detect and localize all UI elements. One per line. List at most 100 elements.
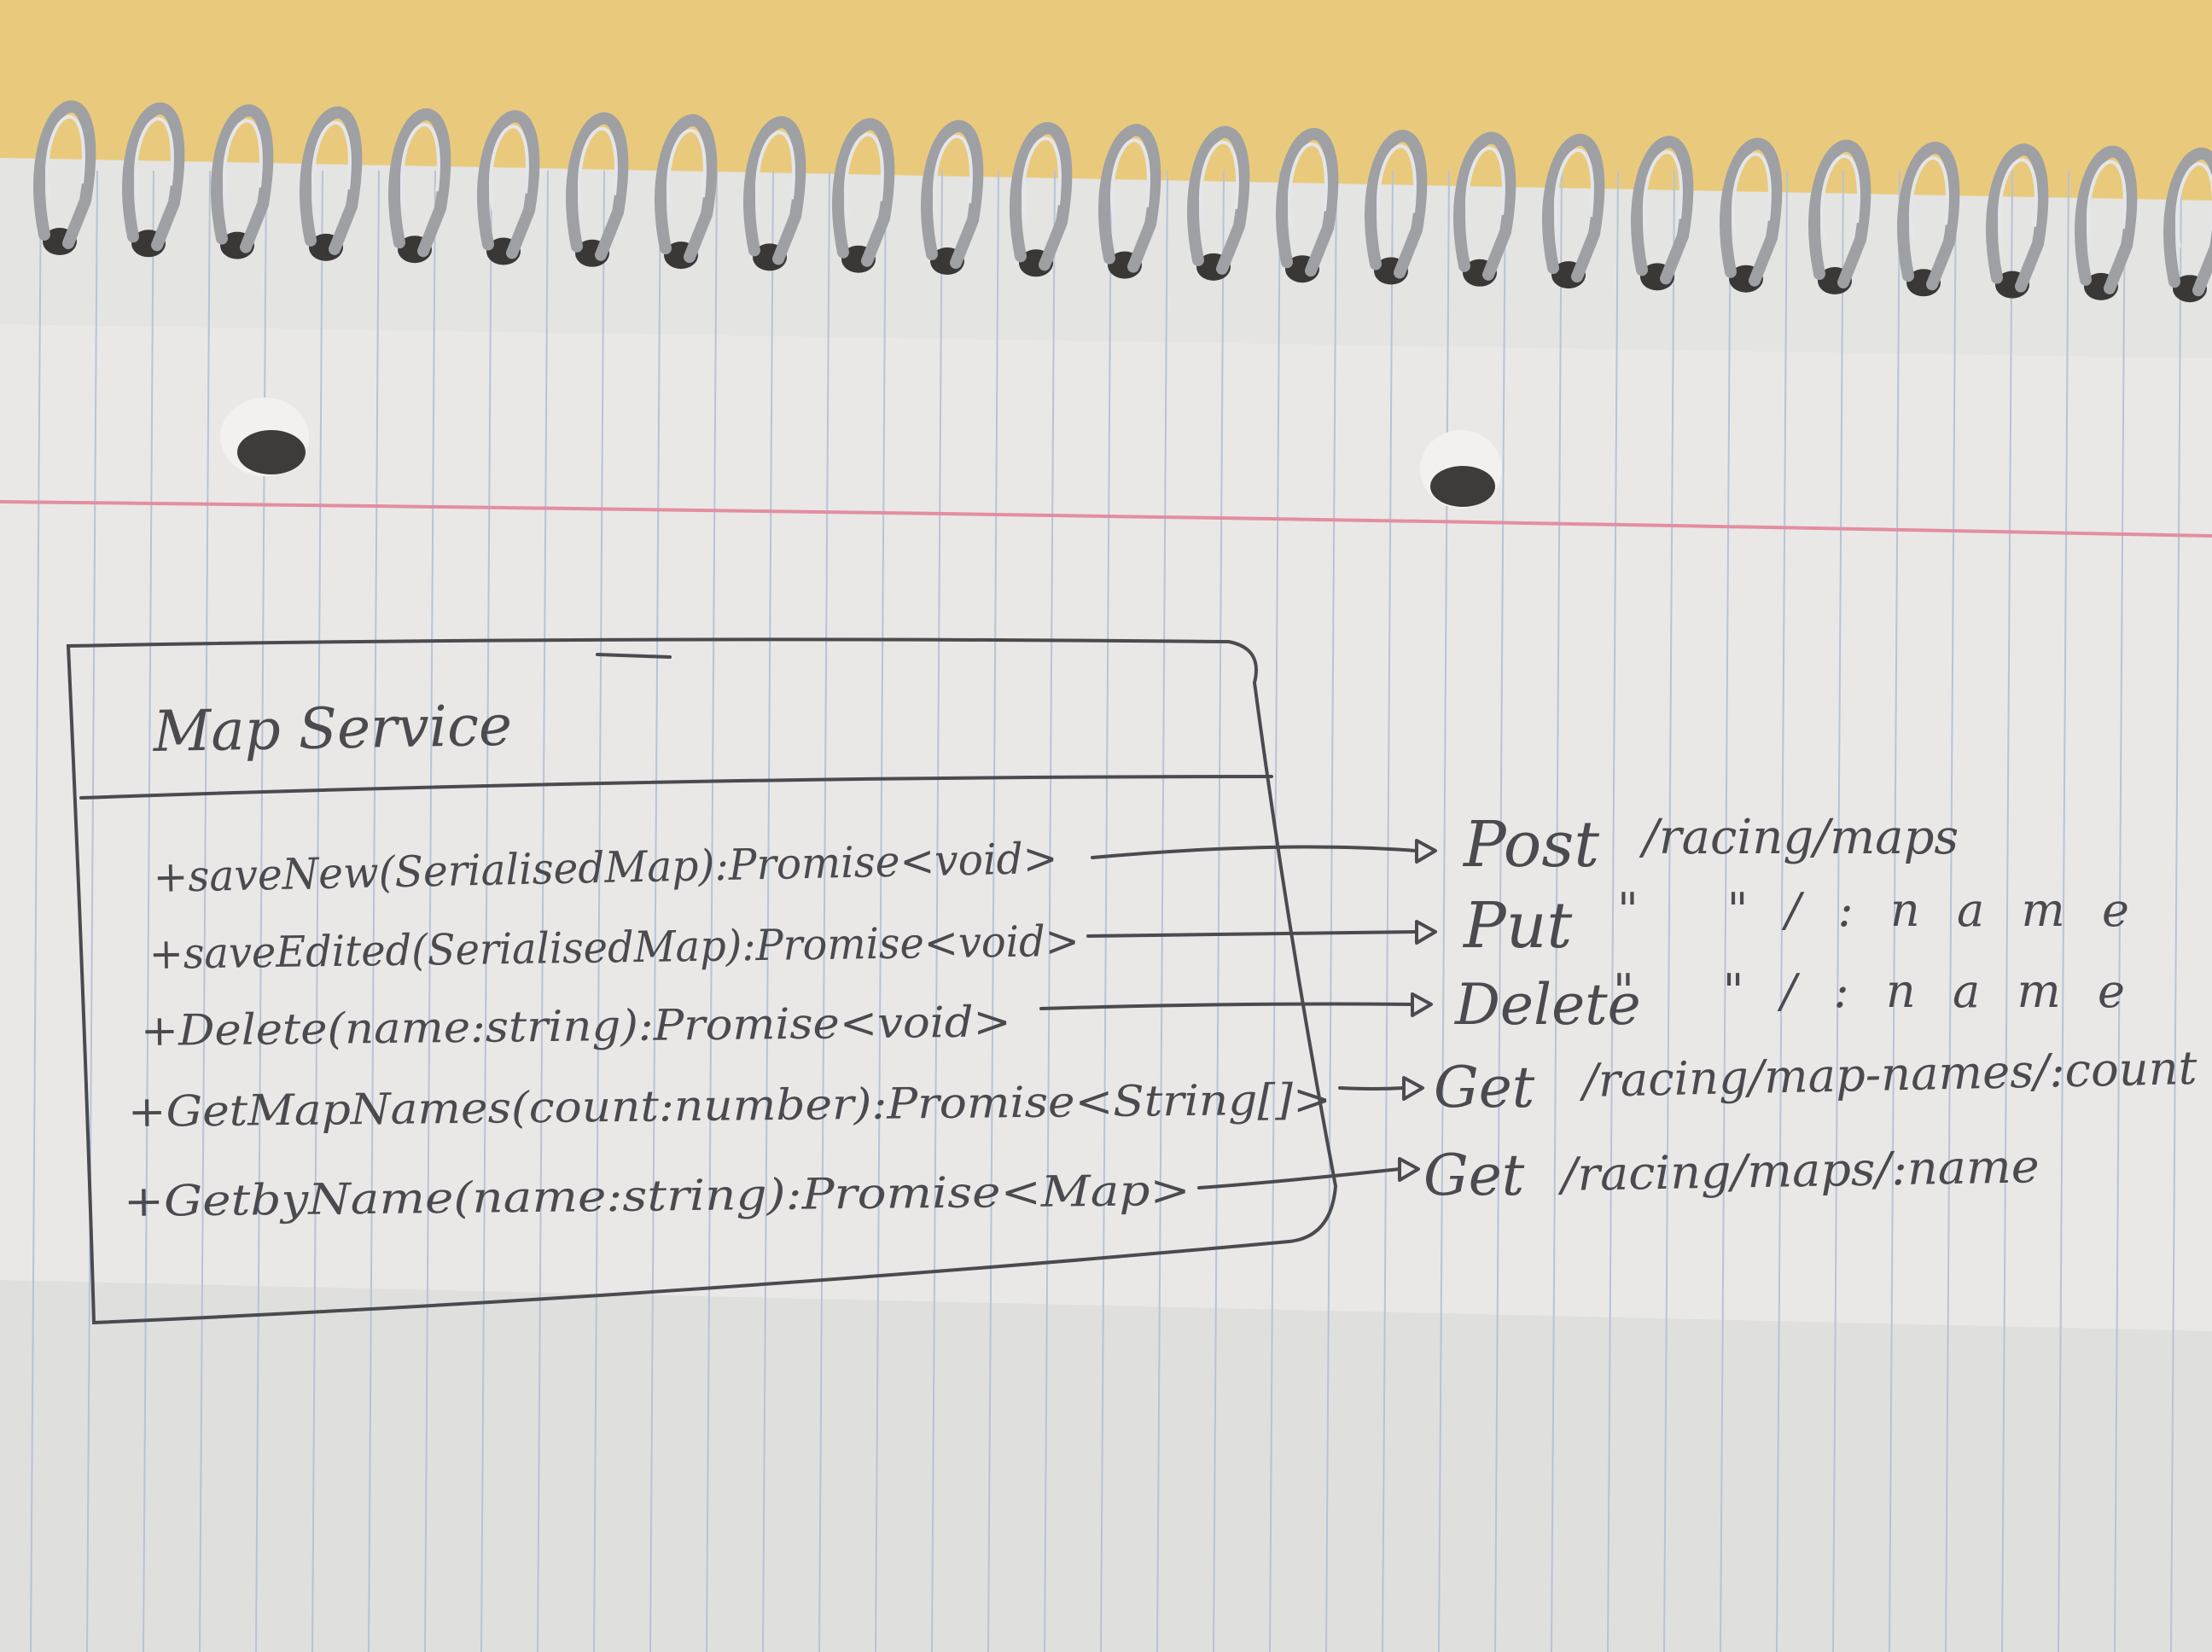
rule-line [1663, 170, 1675, 1652]
rule-line [480, 170, 492, 1652]
method-getByName: +GetbyName(name:string):Promise<Map> [124, 1166, 1191, 1226]
rule-line [311, 170, 323, 1652]
rule-line [875, 170, 887, 1652]
rule-line [199, 170, 211, 1652]
spiral-coil [1010, 122, 1073, 271]
spiral-coil-highlight [45, 114, 85, 201]
rule-line [537, 170, 549, 1652]
margin-line [0, 500, 2212, 538]
rule-line [1100, 170, 1112, 1652]
endpoint-verb-get: Get [1434, 1055, 1535, 1120]
title-underline-stroke [596, 653, 672, 659]
spiral-coil [122, 102, 185, 252]
rule-line [818, 170, 830, 1652]
rule-line [1269, 170, 1281, 1652]
spiral-coil [1808, 140, 1871, 288]
spiral-coil-highlight [400, 123, 440, 209]
spiral-coil-highlight [1022, 137, 1062, 223]
spiral-coil-highlight [1732, 152, 1772, 239]
spiral-coil-highlight [1643, 150, 1683, 236]
endpoint-verbs: Post Put Delete Get Get [1423, 808, 1641, 1208]
spiral-coil [477, 110, 540, 259]
rule-line [2114, 170, 2126, 1652]
rule-line [762, 170, 774, 1652]
endpoint-verb-put: Put [1462, 889, 1572, 963]
rule-line [593, 170, 605, 1652]
arrow-getMapNames [1338, 1076, 1424, 1101]
rule-line [2170, 170, 2182, 1652]
spiral-coil [655, 114, 718, 264]
endpoint-verb-get: Get [1423, 1143, 1525, 1208]
class-box-outline [66, 637, 1338, 1325]
rule-line [86, 170, 98, 1652]
spiral-coil [33, 101, 96, 249]
spiral-coil [1986, 143, 2049, 293]
spiral-coil-highlight [933, 134, 973, 221]
arrow-saveEdited [1086, 920, 1437, 945]
spiral-coil [1453, 131, 1516, 281]
rule-line [2058, 170, 2069, 1652]
spiral-coil [1897, 142, 1960, 291]
spiral-coil [921, 120, 984, 269]
rule-line [1438, 170, 1450, 1652]
spiral-coil-highlight [2087, 160, 2127, 247]
spiral-coil [300, 106, 363, 255]
arrow-delete [1039, 992, 1433, 1017]
spiral-coil-highlight [311, 120, 352, 207]
spiral-coil [1720, 137, 1783, 287]
rule-line [987, 170, 999, 1652]
rule-line [1325, 170, 1337, 1652]
punch-hole [1420, 430, 1502, 509]
spiral-coil-highlight [755, 131, 795, 217]
rule-line [1213, 170, 1225, 1652]
rule-line [931, 170, 943, 1652]
rule-line [649, 170, 661, 1652]
spiral-coil-highlight [1820, 154, 1860, 241]
spiral-coil [211, 104, 274, 253]
endpoint-verb-delete: Delete [1454, 972, 1641, 1038]
rule-line [1889, 170, 1901, 1652]
rule-line [1156, 170, 1168, 1652]
class-box-divider [79, 775, 1273, 800]
spiral-coil-highlight [1199, 140, 1239, 227]
method-list: +saveNew(SerialisedMap):Promise<void> +s… [124, 834, 1332, 1226]
spiral-coil [2163, 148, 2212, 297]
method-delete: +Delete(name:string):Promise<void> [141, 997, 1012, 1056]
spiral-binding [33, 101, 2212, 303]
rule-line [1607, 170, 1619, 1652]
rule-line [706, 170, 718, 1652]
spiral-coil [388, 108, 451, 258]
rule-line [143, 170, 154, 1652]
spiral-coil [1187, 125, 1250, 275]
spiral-coil [566, 112, 629, 261]
rule-line [1382, 170, 1394, 1652]
spiral-coil [1276, 128, 1339, 277]
rule-line [30, 170, 42, 1652]
rule-line [1720, 170, 1732, 1652]
rule-line [1551, 170, 1563, 1652]
arrow-connectors [1039, 839, 1437, 1190]
spiral-coil [2075, 145, 2138, 294]
spiral-coil-highlight [667, 129, 707, 215]
rule-line [1044, 170, 1056, 1652]
spiral-coil-highlight [489, 125, 529, 211]
spiral-coil-highlight [1288, 143, 1328, 229]
rule-line [1945, 170, 1957, 1652]
rule-line [1832, 170, 1844, 1652]
spiral-coil-highlight [1377, 144, 1417, 230]
endpoint-verb-post: Post [1462, 808, 1599, 881]
spiral-coil [1542, 134, 1605, 283]
rule-line [2001, 170, 2013, 1652]
rule-line [424, 170, 436, 1652]
spiral-coil [1365, 130, 1428, 279]
endpoint-path-post: /racing/maps [1639, 810, 1959, 865]
spiral-coil-highlight [1465, 146, 1505, 233]
class-box [66, 637, 1338, 1325]
arrow-getByName [1197, 1157, 1420, 1190]
rule-line [1494, 170, 1506, 1652]
spiral-coil-highlight [223, 119, 263, 205]
spiral-coil [1098, 124, 1161, 273]
spiral-coil-highlight [134, 117, 174, 203]
rule-line [368, 170, 380, 1652]
